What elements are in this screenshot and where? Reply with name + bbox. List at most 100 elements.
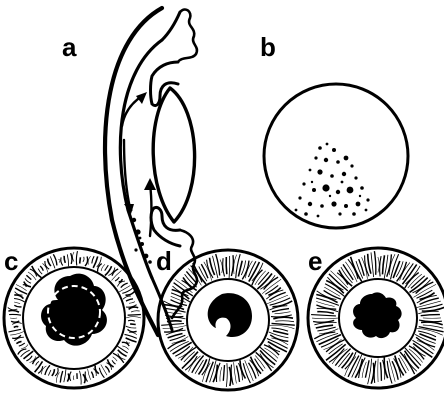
- iris-fiber: [421, 322, 443, 325]
- iris-fiber: [332, 349, 347, 364]
- iris-fiber: [73, 376, 74, 381]
- iris-fiber: [368, 254, 371, 274]
- iris-fiber: [275, 321, 294, 322]
- iris-fiber: [30, 356, 36, 362]
- iris-fiber: [48, 259, 51, 266]
- iris-fiber: [88, 256, 90, 264]
- pupil-e-scalloped: [353, 292, 402, 338]
- iris-fiber: [252, 270, 263, 286]
- iris-fiber: [327, 277, 343, 290]
- iris-fiber: [418, 311, 438, 313]
- iris-fiber: [226, 257, 227, 274]
- iris-fiber: [167, 321, 182, 322]
- iris-fiber: [8, 311, 19, 313]
- iris-fiber: [409, 346, 424, 360]
- iris-fiber: [226, 363, 227, 387]
- panel-b-label: b: [260, 32, 276, 62]
- panel-d: d: [156, 246, 298, 390]
- iris-fiber: [311, 315, 336, 316]
- iris-fiber: [326, 340, 344, 352]
- iris-fiber: [220, 260, 222, 274]
- iris-fiber: [123, 296, 131, 299]
- iris-fiber: [126, 338, 137, 342]
- iris-fiber: [9, 329, 22, 332]
- iris-fiber: [85, 256, 88, 266]
- panel-c-label: c: [4, 246, 18, 276]
- iris-fiber: [88, 369, 91, 380]
- iris-outer-ring: [158, 250, 298, 390]
- iris-fiber: [273, 331, 288, 335]
- iris-fiber: [380, 362, 381, 381]
- iris-fiber: [26, 275, 31, 279]
- iris-fiber: [10, 332, 24, 336]
- iris-fiber: [113, 357, 117, 361]
- iris-fiber: [80, 371, 82, 385]
- iris-fiber: [112, 360, 115, 364]
- iris-fiber: [229, 256, 230, 278]
- iris-fiber: [220, 367, 222, 381]
- crystalline-lens: [153, 88, 194, 222]
- iris-fiber: [117, 281, 125, 287]
- iris-fiber: [405, 273, 419, 289]
- iris-fiber: [64, 256, 65, 263]
- iris-fiber: [413, 280, 431, 293]
- iris-fiber: [223, 258, 225, 276]
- iris-d: [158, 250, 298, 390]
- iris-fiber: [316, 325, 333, 328]
- iris-fiber: [122, 346, 128, 350]
- iris-fiber: [380, 256, 381, 276]
- iris-fiber: [92, 256, 94, 263]
- iris-fiber: [48, 370, 51, 376]
- keratic-precipitate-deposits: [130, 209, 152, 264]
- iris-fiber: [12, 323, 21, 325]
- iris-fiber: [83, 374, 85, 383]
- iris-fiber: [234, 362, 237, 383]
- iris-fiber: [53, 254, 57, 265]
- iris-fiber: [231, 255, 233, 276]
- iris-fiber: [260, 275, 275, 289]
- iris-fiber: [52, 369, 55, 376]
- iris-fiber: [374, 251, 375, 275]
- upper-sclera-line: [162, 12, 180, 40]
- panel-a-label: a: [62, 32, 77, 62]
- iris-fiber: [80, 257, 81, 263]
- iris-fiber: [128, 320, 135, 321]
- iris-fiber: [181, 347, 196, 360]
- iris-fiber: [275, 312, 291, 314]
- panel-c: c: [4, 246, 144, 388]
- iris-fiber: [36, 361, 39, 365]
- iris-fiber: [67, 374, 69, 382]
- iris-fiber: [129, 332, 137, 334]
- iris-fiber: [115, 277, 119, 281]
- panel-e: e: [308, 246, 444, 388]
- iris-fiber: [129, 302, 135, 304]
- iris-fiber: [161, 324, 184, 326]
- iris-fiber: [273, 317, 293, 319]
- iris-fiber: [126, 299, 133, 301]
- iris-fiber: [91, 372, 93, 378]
- iris-fiber: [9, 314, 21, 315]
- iris-fiber: [317, 312, 334, 314]
- iris-fiber: [76, 251, 77, 265]
- iris-fiber: [421, 315, 440, 316]
- iris-fiber: [38, 269, 42, 275]
- iris-fiber: [393, 261, 400, 278]
- iris-fiber: [61, 257, 63, 265]
- iris-fiber: [14, 305, 21, 307]
- iris-fiber: [11, 321, 19, 322]
- iris-fiber: [383, 255, 385, 274]
- iris-fiber: [272, 323, 295, 325]
- iris-fiber: [260, 354, 274, 368]
- iris-fiber: [130, 324, 136, 325]
- iris-fiber: [14, 326, 18, 327]
- iris-fiber: [195, 360, 203, 374]
- lower-iris-leaf: [151, 207, 180, 246]
- iris-fiber: [19, 343, 25, 346]
- iris-fiber: [14, 299, 24, 302]
- iris-fiber: [339, 270, 352, 286]
- upper-ciliary-tissue: [178, 10, 197, 62]
- iris-fiber: [122, 288, 133, 293]
- panel-d-label: d: [156, 246, 172, 276]
- iris-fiber: [58, 259, 60, 262]
- iris-fiber: [326, 281, 344, 294]
